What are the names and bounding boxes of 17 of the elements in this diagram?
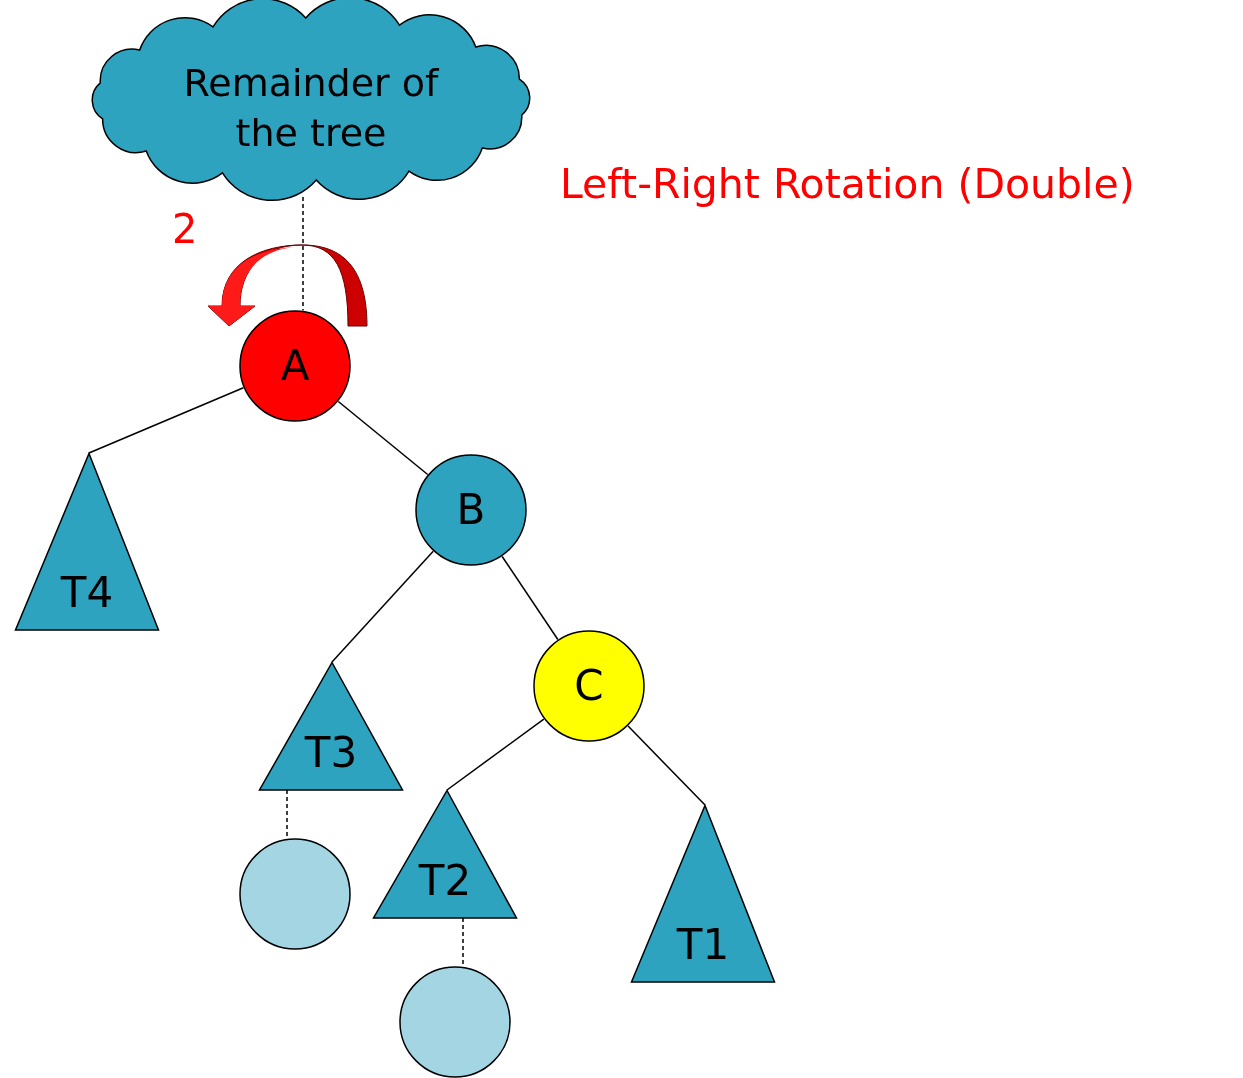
node-label: A — [279, 341, 311, 391]
tree-edge — [446, 718, 545, 791]
cloud-text: Remainder of the tree — [182, 60, 440, 157]
node-label: T2 — [417, 856, 473, 906]
node-label: B — [455, 485, 487, 535]
node-label: T1 — [675, 920, 731, 970]
tree-edge — [331, 550, 434, 663]
tree-edge — [501, 555, 559, 641]
dashed-link — [302, 196, 304, 312]
tree-edge — [627, 725, 706, 806]
node-label: C — [573, 661, 605, 711]
node-label: T3 — [303, 728, 359, 778]
balance-factor: 2 — [172, 206, 198, 252]
diagram-title: Left-Right Rotation (Double) — [560, 160, 1135, 208]
tree-edge — [337, 400, 429, 476]
node-label: T4 — [59, 568, 115, 618]
tree-edge — [88, 387, 245, 454]
